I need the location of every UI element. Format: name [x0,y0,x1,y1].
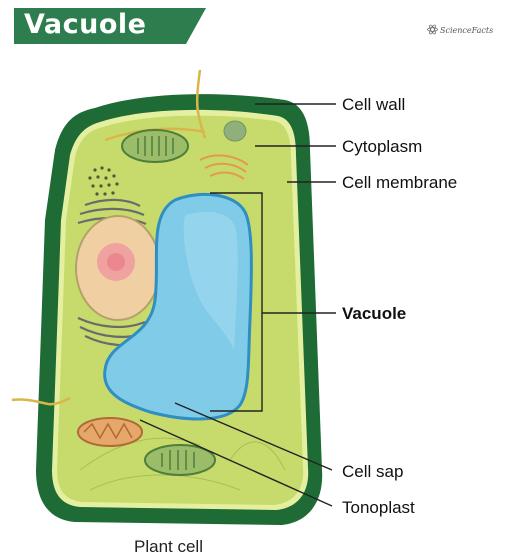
vesicle [224,121,246,141]
label-cell-wall: Cell wall [342,95,405,114]
label-cell-sap: Cell sap [342,462,403,481]
nucleus [76,216,160,320]
mitochondrion [78,418,142,446]
label-vacuole: Vacuole [342,304,406,323]
label-tonoplast: Tonoplast [342,498,415,517]
label-cytoplasm: Cytoplasm [342,137,422,156]
label-cell-membrane: Cell membrane [342,173,457,192]
caption-plant-cell: Plant cell [134,537,203,556]
chloroplast-top [122,130,188,162]
